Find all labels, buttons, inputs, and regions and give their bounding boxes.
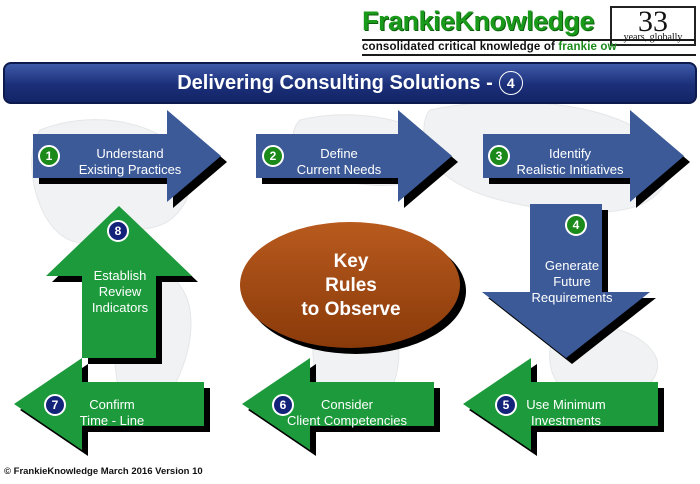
center-ellipse (240, 222, 460, 348)
step-3-number: 3 (488, 145, 510, 167)
center-label-line-2: Rules (325, 275, 377, 296)
step-5-arrow-body (463, 358, 658, 450)
step-8-arrow-body (46, 206, 192, 358)
copyright-footer: © FrankieKnowledge March 2016 Version 10 (4, 466, 203, 477)
step-6-arrow-body (242, 358, 434, 450)
step-4-number: 4 (565, 214, 587, 236)
step-4-label-line-3: Requirements (531, 290, 613, 305)
step-2-arrow-body (256, 110, 452, 202)
center-label-line-3: to Observe (301, 299, 401, 320)
step-8-label: Establish Review Indicators (80, 268, 160, 316)
badge-caption: years, globally (623, 32, 683, 43)
step-5-number: 5 (495, 394, 517, 416)
tagline-accent: frankie ow (558, 41, 617, 53)
step-2-number: 2 (262, 145, 284, 167)
step-1-label-line-1: Understand (96, 146, 164, 161)
tagline-rule-bottom (362, 54, 696, 56)
step-7-label: Confirm Time - Line (72, 397, 152, 429)
step-2-label-line-2: Current Needs (296, 162, 382, 177)
center-label: Key Rules to Observe (244, 250, 458, 322)
step-3-label-line-2: Realistic Initiatives (516, 162, 624, 177)
step-4-label: Generate Future Requirements (516, 258, 628, 306)
tagline-rule-top (362, 39, 696, 41)
step-4-label-line-2: Future (553, 274, 591, 289)
step-3-label-line-1: Identify (549, 146, 591, 161)
step-6-label-line-2: Client Competencies (287, 413, 407, 428)
step-1-number: 1 (38, 145, 60, 167)
step-3-label: Identify Realistic Initiatives (510, 146, 630, 178)
tagline-main: consolidated critical knowledge of (362, 41, 559, 53)
step-1-arrow-body (33, 110, 221, 202)
step-8-label-line-1: Establish (93, 268, 147, 283)
step-7-arrow-body (14, 358, 204, 450)
step-5-label-line-2: Investments (530, 413, 602, 428)
page-title-number: 4 (498, 71, 523, 95)
page-title: Delivering Consulting Solutions - 4 (3, 62, 697, 104)
step-4-arrow-body (482, 204, 650, 358)
brand-name: FrankieKnowledge (362, 6, 595, 36)
step-8-number: 8 (107, 220, 129, 242)
step-7-label-line-2: Time - Line (79, 413, 145, 428)
step-8-label-line-2: Review (98, 284, 142, 299)
brand-tagline: consolidated critical knowledge of frank… (362, 40, 696, 54)
step-1-label: Understand Existing Practices (60, 146, 200, 178)
step-5-label-line-1: Use Minimum (526, 397, 606, 412)
step-2-label: Define Current Needs (284, 146, 394, 178)
step-7-number: 7 (44, 394, 66, 416)
step-5-label: Use Minimum Investments (516, 397, 616, 429)
step-2-label-line-1: Define (320, 146, 358, 161)
page-title-text: Delivering Consulting Solutions - (177, 71, 493, 94)
step-7-label-line-1: Confirm (89, 397, 135, 412)
step-1-label-line-2: Existing Practices (78, 162, 182, 177)
title-bar (3, 62, 697, 104)
step-3-arrow-body (483, 110, 684, 202)
badge-number: 33 (638, 5, 668, 38)
step-4-label-line-1: Generate (544, 258, 600, 273)
center-label-line-1: Key (333, 251, 369, 272)
step-6-label-line-1: Consider (320, 397, 374, 412)
step-8-label-line-3: Indicators (91, 300, 149, 315)
step-6-number: 6 (272, 394, 294, 416)
step-6-label: Consider Client Competencies (282, 397, 412, 429)
